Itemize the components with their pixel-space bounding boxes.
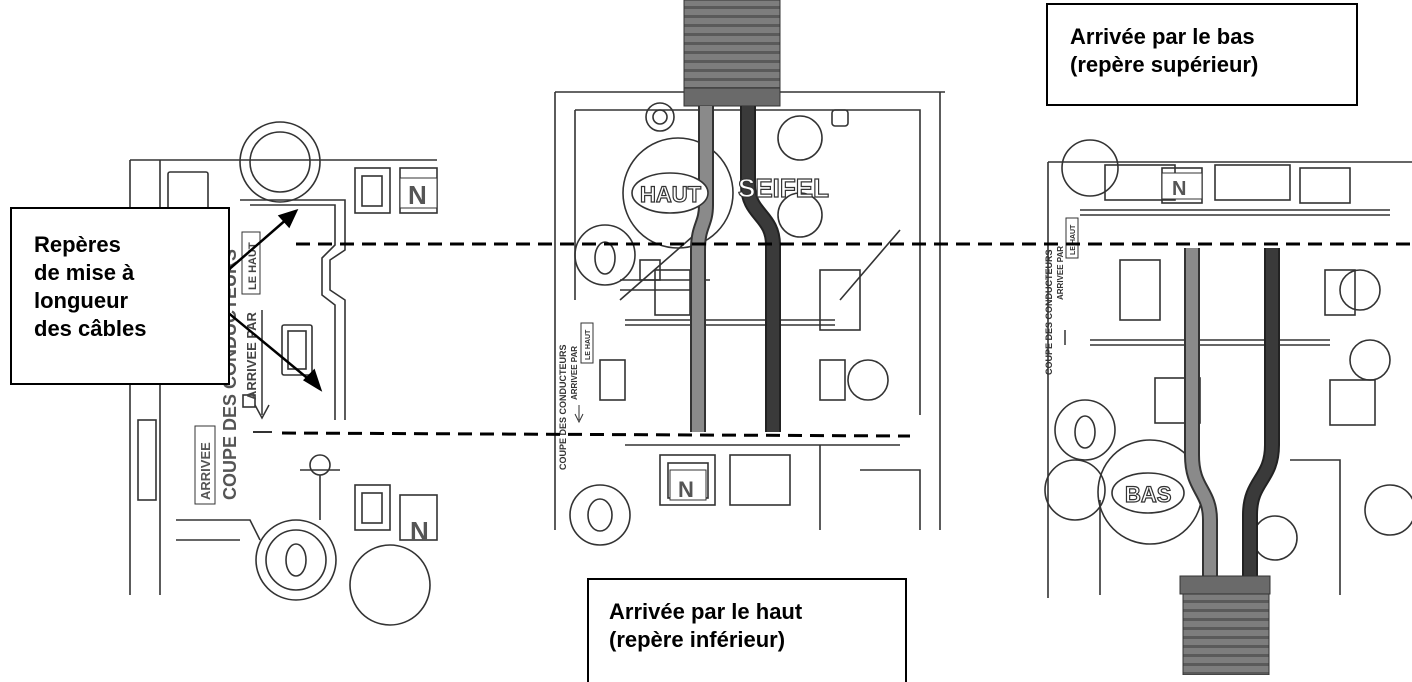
panel-center-coupe: COUPE DES CONDUCTEURS (558, 344, 568, 470)
panel-center-labels: HAUT SEIFEL N COUPE DES CONDUCTEURS ARRI… (558, 172, 830, 502)
callout-left-line-3: longueur (34, 288, 129, 313)
panel-right-le-haut: LE HAUT (1070, 224, 1077, 255)
panel-right-labels: N BAS COUPE DES CONDUCTEURS ARRIVEE PAR … (1044, 172, 1203, 514)
panel-left-arrivee-par: ARRIVEE PAR (244, 312, 259, 400)
callout-bottom-line-1: Arrivée par le haut (609, 599, 803, 624)
panel-right-coupe: COUPE DES CONDUCTEURS (1044, 249, 1054, 375)
callout-top-line-2: (repère supérieur) (1070, 52, 1259, 77)
panel-center-brand: SEIFEL (738, 173, 829, 203)
panel-left-n1: N (408, 180, 427, 210)
panel-center-drawing (554, 91, 945, 546)
panel-center-le-haut: LE HAUT (585, 329, 592, 360)
callout-left-line-2: de mise à (34, 260, 135, 285)
callout-bottom-line-2: (repère inférieur) (609, 627, 786, 652)
lower-marker-line (281, 431, 911, 438)
panel-left-labels: N N LE HAUT ARRIVEE PAR COUPE DES CONDUC… (194, 177, 438, 546)
callout-entry-from-bottom: Arrivée par le bas (repère supérieur) (1046, 3, 1358, 106)
callout-cable-length-markers: Repères de mise à longueur des câbles (10, 207, 230, 385)
panel-left-arrivee: ARRIVEE (198, 442, 213, 500)
panel-center-conduit (683, 0, 781, 91)
callout-left-line-4: des câbles (34, 316, 147, 341)
panel-right-bas: BAS (1125, 482, 1171, 507)
panel-center-arrivee-par: ARRIVEE PAR (570, 346, 579, 400)
panel-right-n: N (1172, 178, 1186, 200)
callout-top-line-1: Arrivée par le bas (1070, 24, 1255, 49)
panel-right-conduit (1182, 593, 1270, 675)
panel-center-haut: HAUT (640, 182, 702, 207)
panel-right-drawing (1044, 139, 1412, 598)
panel-right-arrivee-par: ARRIVEE PAR (1056, 246, 1065, 300)
callout-entry-from-top: Arrivée par le haut (repère inférieur) (587, 578, 907, 682)
panel-left-arrow (254, 310, 270, 420)
panel-center-n: N (678, 477, 694, 502)
panel-left-n2: N (410, 516, 429, 546)
callout-left-line-1: Repères (34, 232, 121, 257)
panel-left-le-haut: LE HAUT (247, 242, 259, 290)
